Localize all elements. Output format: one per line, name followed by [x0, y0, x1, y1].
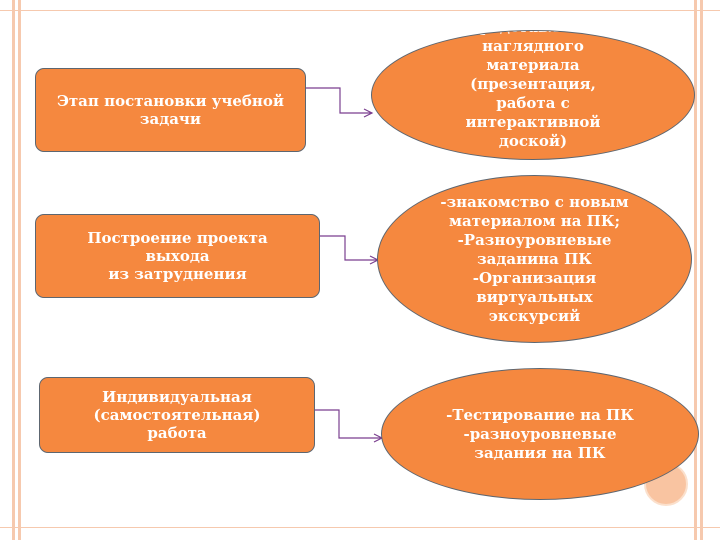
- activity-oval-testing: -Тестирование на ПК -разноуровневые зада…: [381, 368, 699, 500]
- connector-3: [314, 409, 382, 439]
- right-frame-stripe-2: [700, 0, 703, 540]
- activity-oval-pc-work: -знакомство с новым материалом на ПК; -Р…: [377, 175, 692, 343]
- stage-label: Индивидуальная (самостоятельная) работа: [93, 388, 261, 442]
- connector-1: [305, 87, 372, 114]
- stage-box-project-building: Построение проекта выхода из затруднения: [35, 214, 320, 298]
- stage-box-individual-work: Индивидуальная (самостоятельная) работа: [39, 377, 315, 453]
- connector-1-arrowhead: [363, 108, 374, 118]
- stage-label: Этап постановки учебной задачи: [56, 92, 285, 128]
- bottom-frame-line: [0, 527, 720, 528]
- top-frame-line: [0, 10, 720, 11]
- left-frame-stripe-2: [18, 0, 21, 540]
- activity-text: -знакомство с новым материалом на ПК; -Р…: [440, 192, 629, 325]
- stage-box-problem-setting: Этап постановки учебной задачи: [35, 68, 306, 152]
- right-frame-stripe-1: [694, 0, 697, 540]
- left-frame-stripe-1: [12, 0, 15, 540]
- stage-label: Построение проекта выхода из затруднения: [87, 229, 268, 283]
- connector-2: [320, 235, 378, 261]
- activity-text: -Тестирование на ПК -разноуровневые зада…: [446, 405, 634, 462]
- activity-text: Представление наглядного материала (през…: [465, 31, 601, 150]
- activity-oval-visual-material: Представление наглядного материала (през…: [371, 30, 695, 160]
